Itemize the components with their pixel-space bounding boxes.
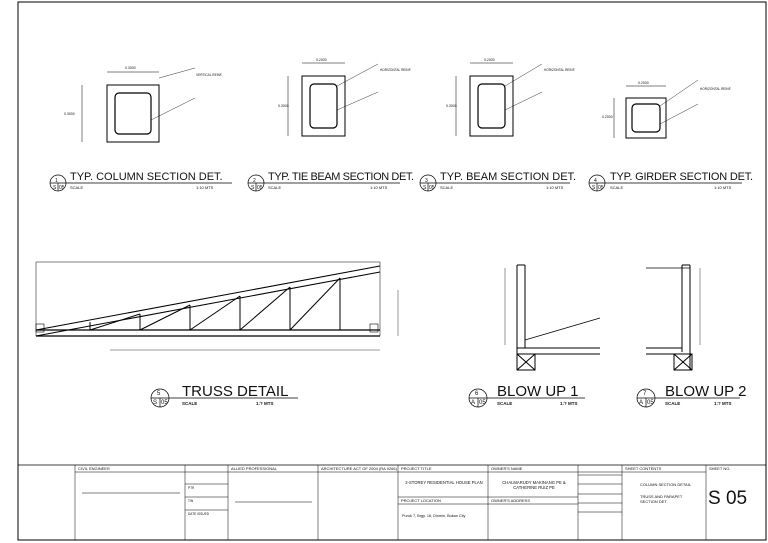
detail-6-number: 6 (475, 391, 479, 397)
detail-5-title: TRUSS DETAIL (182, 383, 289, 400)
detail-3-page: 05 (429, 185, 435, 191)
architecture-act-label: ARCHITECTURE ACT OF 2004 (RA 9266) (321, 466, 397, 471)
sheet-contents-2: TRUSS AND PARAPET SECTION DET. (640, 494, 683, 504)
column-height-dim: 0.3000 (64, 112, 75, 116)
project-location-value: Purok 7, Brgy. 16, Dinmin, Bukan City (402, 514, 466, 518)
detail-6-scale-label: SCALE (497, 401, 513, 406)
detail-4-scale-label: SCALE (610, 185, 624, 190)
detail-7-title: BLOW UP 2 (665, 383, 747, 400)
sheet-no-label: SHEET NO. (709, 466, 731, 471)
civil-engineer-label: CIVIL ENGINEER (78, 466, 110, 471)
detail-3-scale: 1:10 MTS (546, 185, 564, 190)
sheet-number: S 05 (708, 488, 748, 509)
detail-2-number: 2 (253, 178, 256, 184)
allied-professional-label: ALLIED PROFESSIONAL (231, 466, 278, 471)
tie-beam-rebar-note: HORIZONTAL REINF. (380, 68, 412, 72)
detail-6-title: BLOW UP 1 (497, 383, 579, 400)
girder-section-drawing (613, 79, 699, 139)
detail-7-scale: 1:? MTS (714, 401, 732, 406)
tin-label: TIN (188, 499, 194, 503)
sheet-contents-label: SHEET CONTENTS (625, 466, 662, 471)
detail-5-scale: 1:? MTS (256, 401, 274, 406)
detail-2-scale-label: SCALE (268, 185, 282, 190)
project-title-value: 2-STOREY RESIDENTIAL HOUSE PLAN (405, 480, 483, 485)
truss-drawing (35, 261, 399, 351)
blow-up-2-drawing (646, 264, 701, 371)
owners-name-label: OWNER'S NAME (491, 466, 523, 471)
detail-2-title: TYP. TIE BEAM SECTION DET. (268, 171, 414, 183)
column-rebar-note: VERTICAL REINF. (196, 73, 223, 77)
detail-1-number: 1 (55, 178, 58, 184)
detail-4-page: 05 (598, 185, 604, 191)
detail-3-title: TYP. BEAM SECTION DET. (440, 171, 577, 183)
detail-5-number: 5 (157, 391, 161, 397)
detail-1-scale: 1:10 MTS (196, 185, 214, 190)
beam-rebar-note: HORIZONTAL REINF. (544, 68, 576, 72)
tie-beam-width-dim: 0.2000 (316, 58, 327, 62)
blow-up-1-drawing (504, 264, 601, 371)
detail-2-sheet: S (251, 185, 255, 191)
detail-7-number: 7 (643, 391, 647, 397)
detail-4-title: TYP. GIRDER SECTION DET. (610, 171, 753, 183)
owners-address-label: OWNER'S ADDRESS (491, 498, 530, 503)
column-width-dim: 0.3000 (125, 66, 136, 70)
detail-1-sheet: S (53, 185, 57, 191)
tie-beam-height-dim: 0.3000 (278, 104, 289, 108)
detail-3-sheet: S (423, 185, 427, 191)
beam-width-dim: 0.2000 (484, 58, 495, 62)
detail-1-scale-label: SCALE (70, 185, 84, 190)
detail-6-scale: 1:? MTS (560, 401, 578, 406)
detail-3-scale-label: SCALE (440, 185, 454, 190)
detail-5-sheet: S (153, 400, 158, 406)
girder-height-dim: 0.2000 (602, 115, 613, 119)
date-issued-label: DATE ISSUED (188, 512, 210, 516)
ptr-label: PTR (188, 486, 195, 490)
tie-beam-section-drawing (287, 62, 379, 137)
detail-7-scale-label: SCALE (665, 401, 681, 406)
beam-height-dim: 0.3000 (446, 104, 457, 108)
detail-2-scale: 1:10 MTS (370, 185, 388, 190)
beam-section-drawing (455, 62, 543, 137)
girder-width-dim: 0.2000 (638, 81, 649, 85)
detail-2-page: 05 (257, 185, 263, 191)
project-title-label: PROJECT TITLE (401, 466, 432, 471)
column-section-drawing (81, 67, 196, 143)
owners-name-value: CHALMARUDY MAKINANG PE & CATHERINE RUIZ … (502, 480, 566, 490)
girder-rebar-note: HORIZONTAL REINF. (700, 87, 732, 91)
detail-1-page: 05 (59, 185, 65, 191)
detail-3-number: 3 (425, 178, 428, 184)
detail-7-page: 05 (647, 400, 654, 406)
detail-4-scale: 1:10 MTS (714, 185, 732, 190)
detail-4-number: 4 (594, 178, 597, 184)
detail-1-title: TYP. COLUMN SECTION DET. (70, 171, 223, 183)
detail-4-sheet: S (592, 185, 596, 191)
project-location-label: PROJECT LOCATION (401, 498, 441, 503)
detail-5-page: 05 (161, 400, 168, 406)
detail-7-sheet: A (639, 400, 644, 406)
detail-6-page: 05 (479, 400, 486, 406)
sheet-contents-1: COLUMN SECTION DETAIL (640, 482, 692, 487)
detail-6-sheet: A (471, 400, 476, 406)
detail-5-scale-label: SCALE (182, 401, 198, 406)
